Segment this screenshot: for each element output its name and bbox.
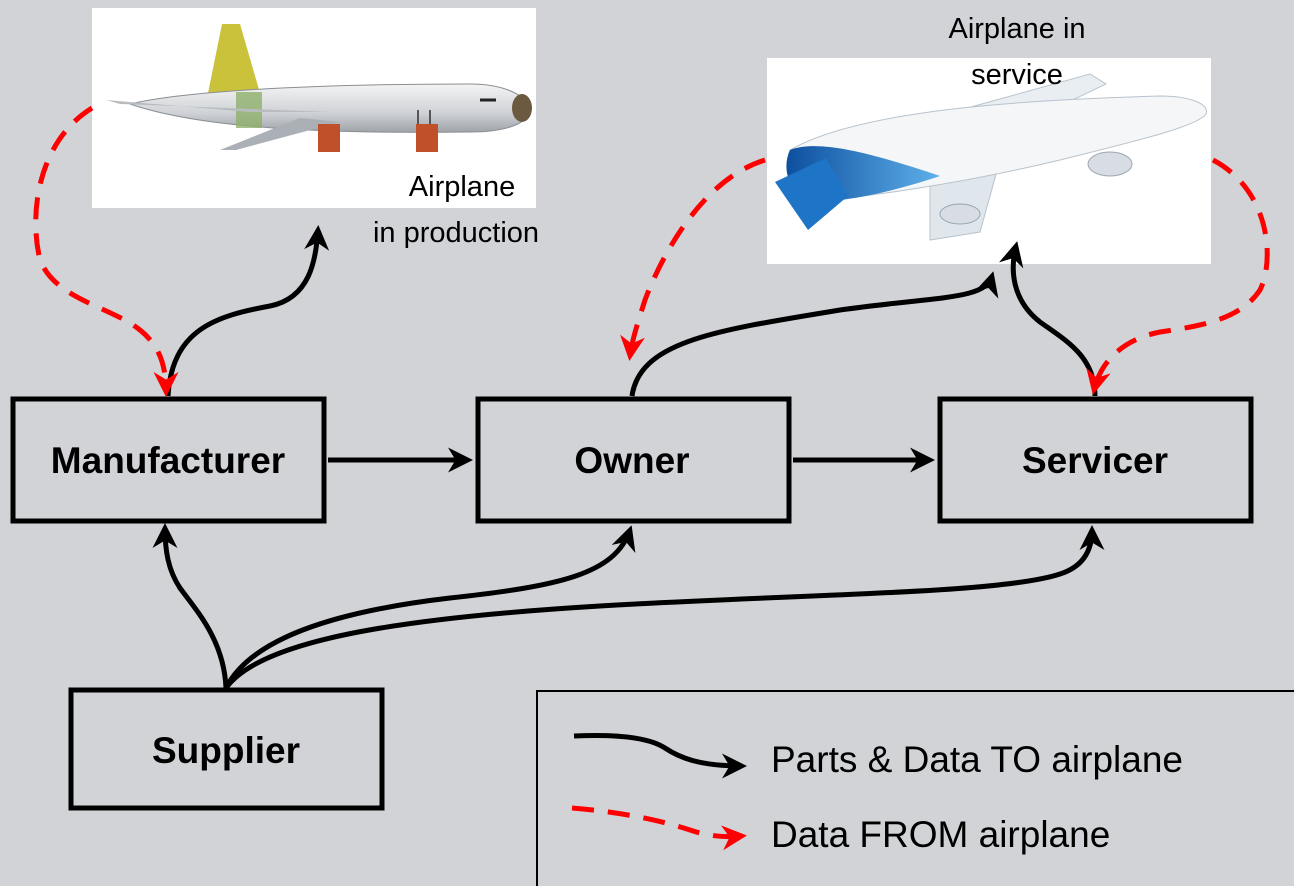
manufacturer-label: Manufacturer xyxy=(51,440,285,481)
production-caption-line2: in production xyxy=(373,217,539,249)
legend-parts-label: Parts & Data TO airplane xyxy=(771,739,1183,780)
service-caption-line2: service xyxy=(971,59,1063,91)
legend-parts-arrow-sample xyxy=(573,733,747,779)
airplane-service-image xyxy=(767,58,1211,264)
servicer-label: Servicer xyxy=(1022,440,1168,481)
production-caption-line1: Airplane xyxy=(409,171,515,203)
supplier-to-owner-arrow xyxy=(223,525,636,690)
servicer-node: Servicer xyxy=(937,396,1254,524)
supplier-node: Supplier xyxy=(68,687,385,811)
supplier-to-servicer-arrow xyxy=(223,525,1105,690)
supplier-to-manufacturer-arrow xyxy=(152,523,229,689)
owner-to-service-airplane-arrow xyxy=(629,271,999,397)
owner-node: Owner xyxy=(475,396,792,524)
manufacturer-to-production-arrow xyxy=(165,225,330,397)
servicer-to-service-airplane-arrow xyxy=(999,241,1098,397)
production-to-manufacturer-data-arrow xyxy=(33,105,179,397)
legend: Parts & Data TO airplane Data FROM airpl… xyxy=(536,690,1294,886)
airplane-production-image xyxy=(92,8,536,208)
legend-data-label: Data FROM airplane xyxy=(771,814,1110,855)
service-caption-line1: Airplane in xyxy=(948,13,1085,45)
owner-label: Owner xyxy=(574,440,689,481)
service-to-servicer-data-arrow xyxy=(1086,157,1270,395)
manufacturer-node: Manufacturer xyxy=(10,396,327,524)
supplier-label: Supplier xyxy=(152,730,300,771)
service-to-owner-data-arrow xyxy=(620,157,766,361)
legend-data-arrow-sample xyxy=(571,805,747,851)
